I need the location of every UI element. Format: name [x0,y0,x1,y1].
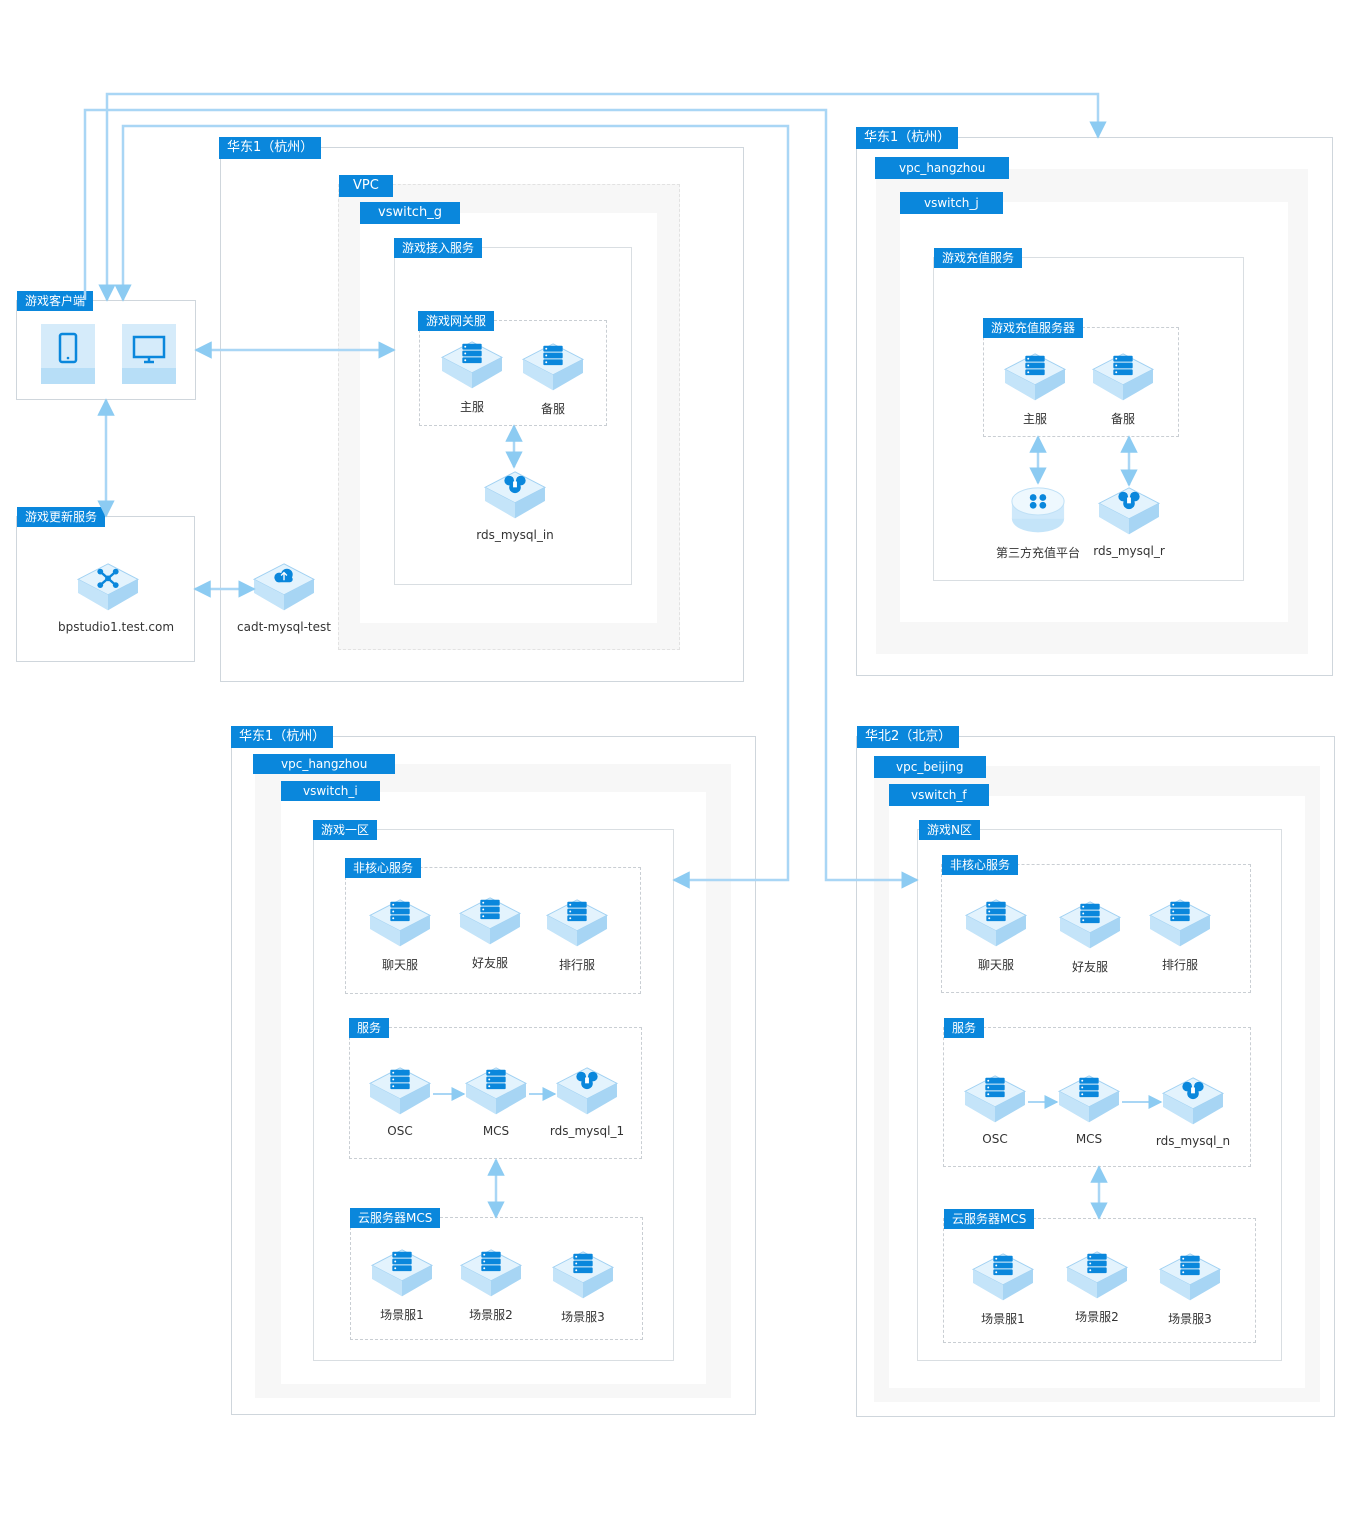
zoneN-mcs[interactable]: MCS [1039,1072,1139,1146]
node-label: rds_mysql_r [1093,544,1165,558]
node-label: 好友服 [471,956,508,970]
node-label: 场景服3 [1168,1312,1212,1326]
node-label: OSC [982,1132,1008,1146]
client-label: 游戏客户端 [17,291,94,311]
connector-client-zoneN [83,108,919,889]
third-party-platform[interactable]: 第三方充值平台 [988,484,1088,561]
group-label: 非核心服务 [942,855,1019,875]
group-label: 游戏充值服务器 [983,318,1084,338]
connector-client-recharge [98,92,1107,302]
node-label: 场景服1 [981,1312,1025,1326]
zoneN-friend[interactable]: 好友服 [1040,898,1140,975]
zone1-osc[interactable]: OSC [350,1064,450,1138]
mobile-icon[interactable] [41,324,95,384]
vswitch-label: vswitch_f [889,784,989,806]
node-label: 聊天服 [977,958,1014,972]
zone1-scene3[interactable]: 场景服3 [533,1248,633,1325]
zone1-rds[interactable]: rds_mysql_1 [537,1064,637,1138]
zone1-chat[interactable]: 聊天服 [350,896,450,973]
node-label: 场景服3 [561,1310,605,1324]
node-label: MCS [482,1124,510,1138]
rds-mysql-r[interactable]: rds_mysql_r [1079,484,1179,558]
vpc-label: vpc_beijing [874,756,986,778]
region-label: 华北2（北京） [857,726,960,748]
group-label: 云服务器MCS [350,1208,441,1228]
zoneN-scene2[interactable]: 场景服2 [1047,1248,1147,1325]
node-label: 主服 [1022,412,1047,426]
node-label: 好友服 [1071,960,1108,974]
zone1-friend[interactable]: 好友服 [440,894,540,971]
node-label: 备服 [1110,412,1135,426]
node-label: 排行服 [558,958,595,972]
node-label: 第三方充值平台 [995,546,1080,560]
zoneN-scene3[interactable]: 场景服3 [1140,1250,1240,1327]
recharge-backup[interactable]: 备服 [1073,350,1173,427]
zoneN-rds[interactable]: rds_mysql_n [1143,1074,1243,1148]
node-label: 聊天服 [381,958,418,972]
node-label: rds_mysql_1 [549,1124,625,1138]
zone-label: 游戏N区 [919,820,980,840]
node-label: OSC [387,1124,413,1138]
group-label: 云服务器MCS [944,1209,1035,1229]
node-label: rds_mysql_n [1155,1134,1231,1148]
zone1-mcs[interactable]: MCS [446,1064,546,1138]
node-label: MCS [1075,1132,1103,1146]
connector-client-zone1 [114,124,790,889]
zoneN-chat[interactable]: 聊天服 [946,896,1046,973]
group-label: 服务 [349,1018,390,1038]
zoneN-rank[interactable]: 排行服 [1130,896,1230,973]
group-label: 服务 [944,1018,985,1038]
zone1-scene2[interactable]: 场景服2 [441,1246,541,1323]
recharge-primary[interactable]: 主服 [985,350,1085,427]
node-label: 场景服2 [1075,1310,1119,1324]
node-label: 排行服 [1161,958,1198,972]
zoneN-scene1[interactable]: 场景服1 [953,1250,1053,1327]
node-label: 场景服2 [469,1308,513,1322]
zone1-scene1[interactable]: 场景服1 [352,1246,452,1323]
node-label: 场景服1 [380,1308,424,1322]
zone1-rank[interactable]: 排行服 [527,896,627,973]
update-label: 游戏更新服务 [17,507,106,527]
zoneN-osc[interactable]: OSC [945,1072,1045,1146]
